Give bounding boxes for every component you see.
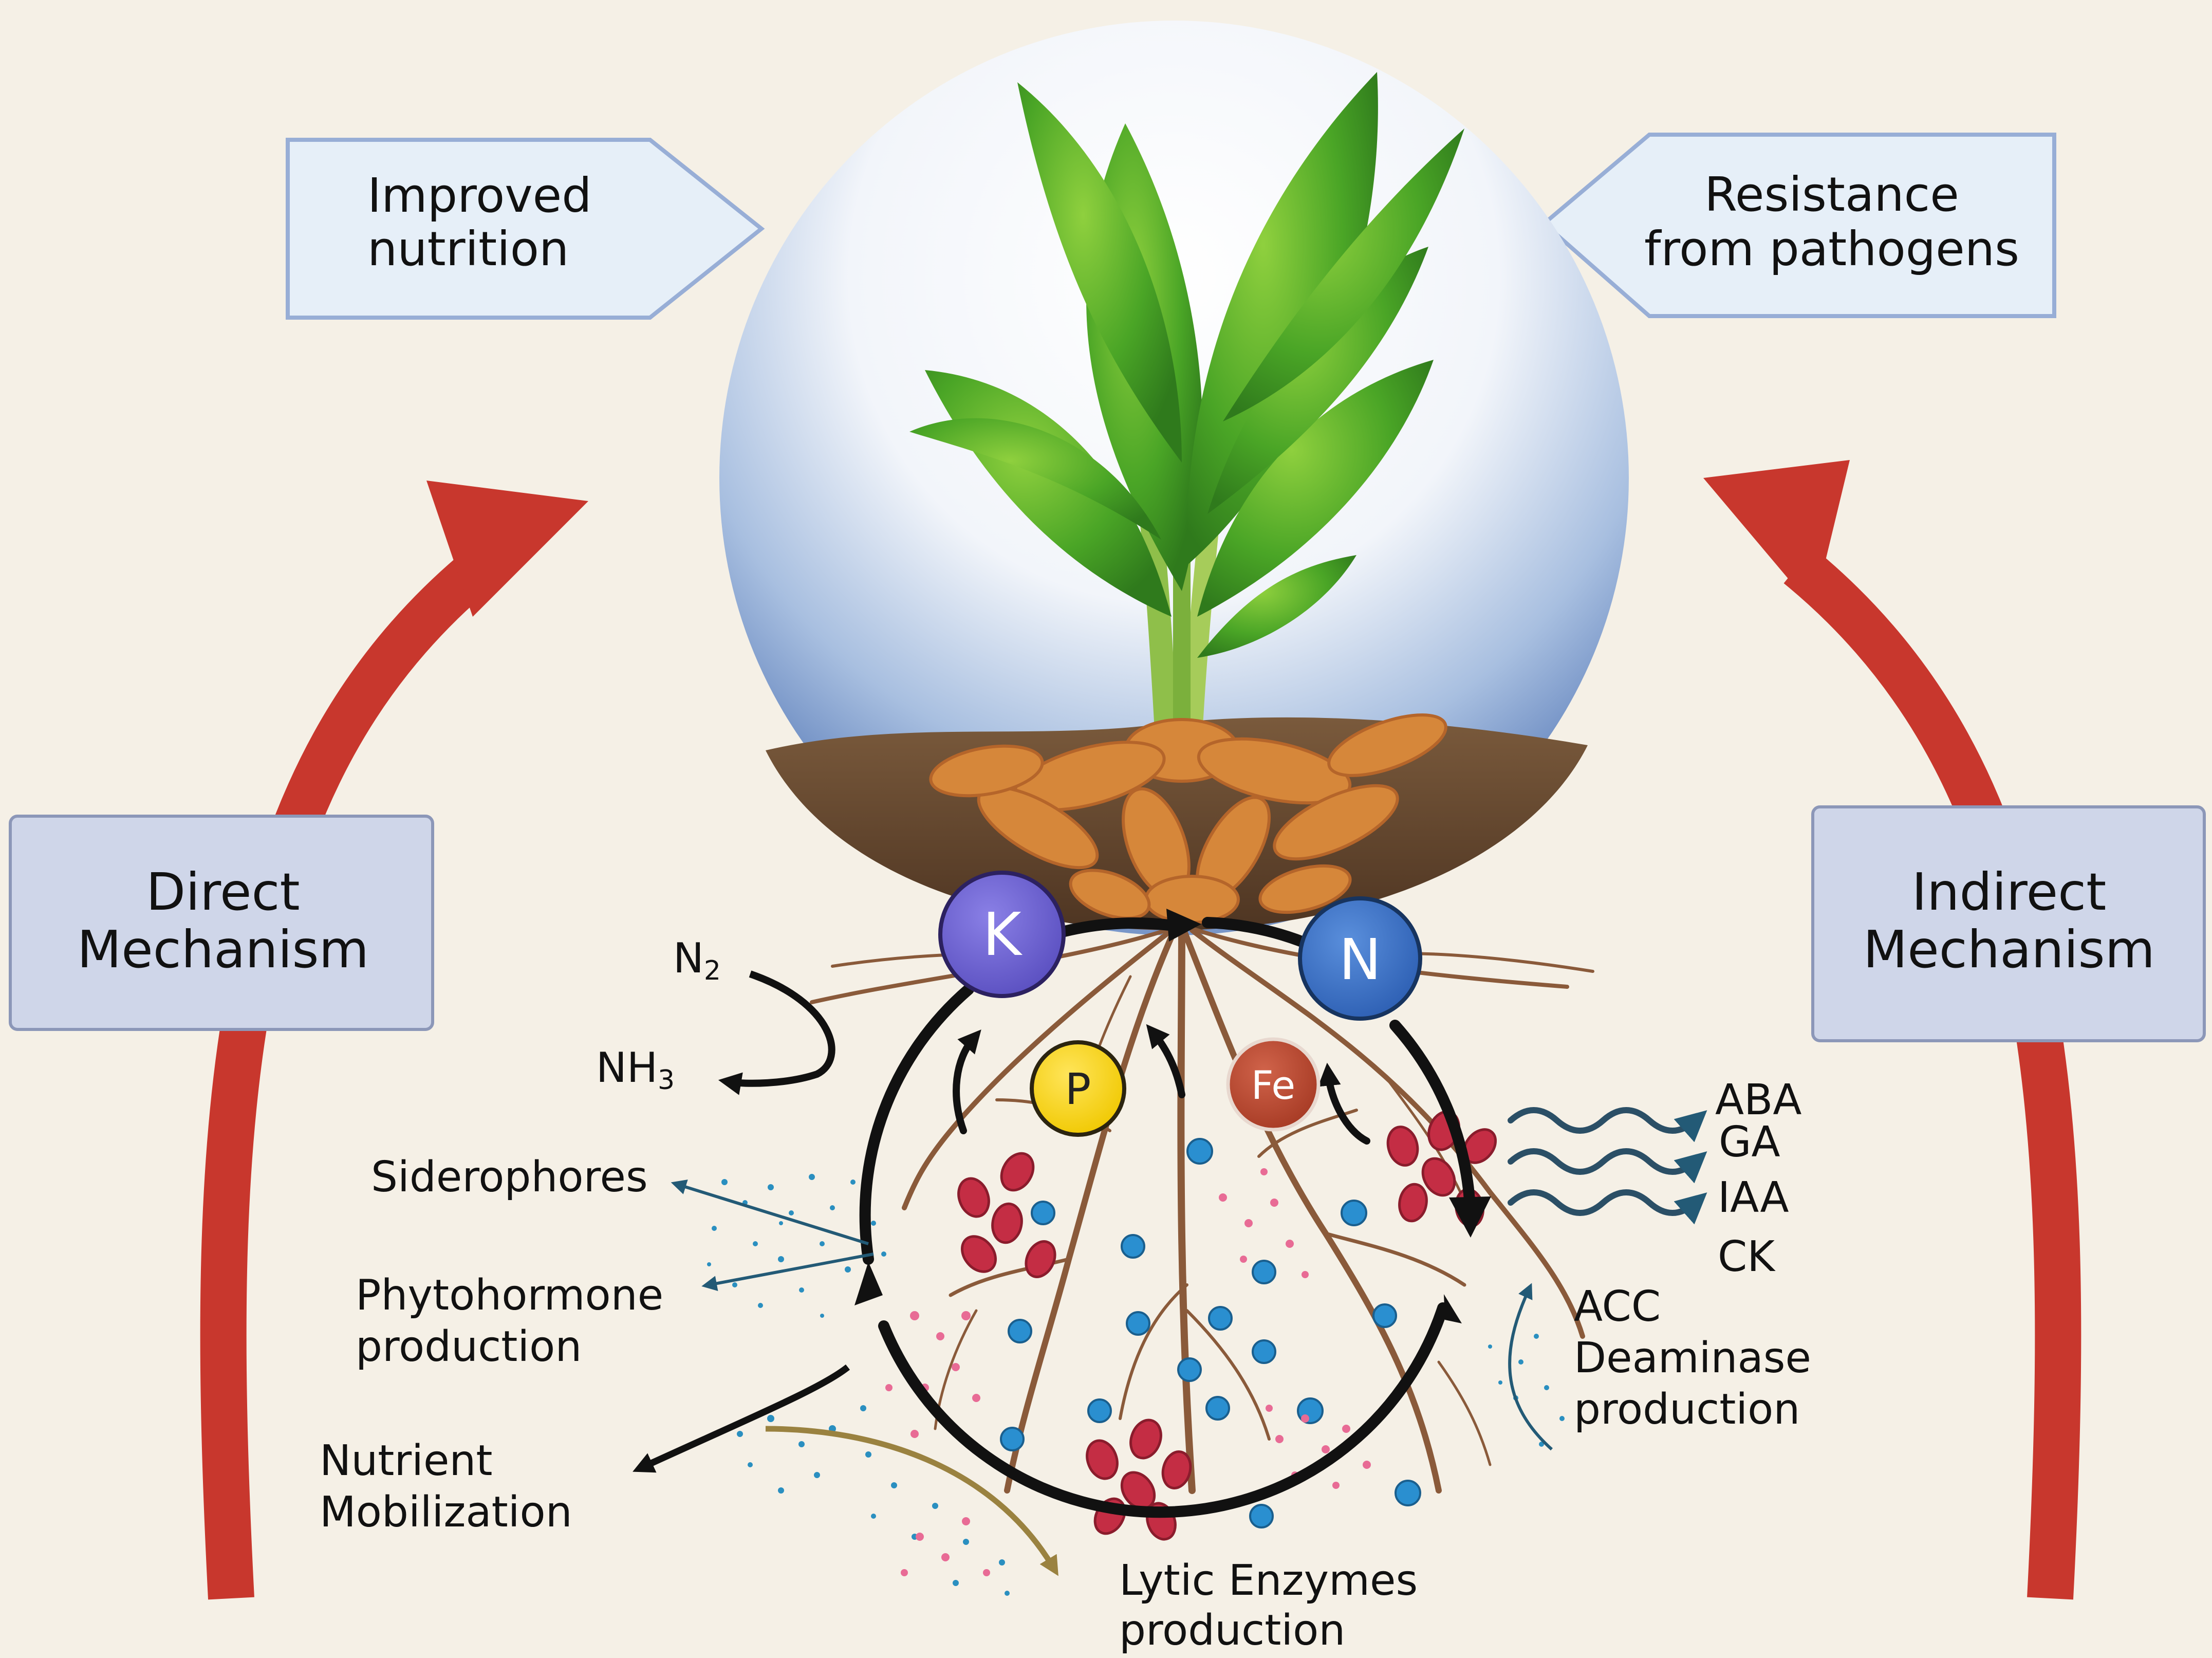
leaf — [909, 418, 1161, 540]
hormone-ck: CK — [1718, 1232, 1776, 1281]
direct-mechanism-line2: Mechanism — [77, 919, 369, 980]
nutrient-mobilization-arrow — [633, 1364, 850, 1473]
leaf — [1197, 360, 1434, 617]
siderophores-arrow — [671, 1180, 869, 1245]
improved-nutrition-line1: Improved — [367, 168, 592, 223]
phytohormone-label-line2: production — [356, 1322, 582, 1371]
siderophores-label: Siderophores — [371, 1153, 648, 1202]
nh3-label: NH3 — [596, 1044, 675, 1096]
nutrient-mobilization-line1: Nutrient — [320, 1436, 493, 1485]
uptake-arrows — [953, 1024, 1370, 1145]
sparkle-dots — [707, 1168, 1565, 1596]
hormone-iaa: IAA — [1718, 1173, 1789, 1222]
resistance-line2: from pathogens — [1644, 222, 2019, 277]
bacteria-blue — [1000, 1138, 1421, 1528]
lytic-enzymes-line1: Lytic Enzymes — [1119, 1556, 1418, 1605]
leaf — [1017, 82, 1182, 463]
nitrogen-label: N — [1339, 927, 1381, 992]
leaf — [1197, 555, 1356, 658]
phytohormone-arrow — [701, 1252, 874, 1291]
n2-label: N2 — [673, 934, 721, 986]
iron-label: Fe — [1251, 1062, 1295, 1108]
leaf — [1223, 128, 1464, 421]
potassium-label: K — [982, 900, 1023, 969]
hormone-aba: ABA — [1715, 1076, 1801, 1125]
lytic-enzymes-line2: production — [1119, 1606, 1345, 1655]
improved-nutrition-line2: nutrition — [367, 222, 569, 277]
rhizome — [929, 713, 1447, 924]
direct-mechanism-line1: Direct — [146, 862, 300, 922]
direct-mechanism-box: Direct Mechanism — [9, 815, 434, 1031]
cycle-arrowhead-left — [854, 1262, 883, 1305]
hormone-waves — [1508, 1107, 1707, 1225]
phosphorus-label: P — [1065, 1064, 1091, 1114]
cycle-arrowhead-top — [1166, 909, 1201, 942]
phytohormone-label-line1: Phytohormone — [356, 1271, 663, 1320]
lytic-enzymes-arrow — [765, 1426, 1058, 1576]
cycle-arrowhead-right — [1449, 1196, 1491, 1238]
leaf — [1207, 247, 1428, 514]
nitrogen-node: N — [1298, 896, 1422, 1021]
plant-illustration — [719, 21, 1629, 935]
leaf — [1186, 72, 1378, 565]
iron-node: Fe — [1226, 1037, 1321, 1132]
acc-label-line3: production — [1574, 1385, 1800, 1434]
acc-label-line1: ACC — [1574, 1282, 1661, 1331]
indirect-mechanism-line1: Indirect — [1912, 862, 2107, 922]
improved-nutrition-box: Improved nutrition — [286, 138, 765, 320]
hormone-ga: GA — [1719, 1118, 1780, 1167]
phosphorus-node: P — [1030, 1040, 1126, 1137]
nitrogen-fixation: N2 NH3 — [596, 934, 835, 1096]
indirect-mechanism-line2: Mechanism — [1863, 919, 2155, 980]
resistance-box: Resistance from pathogens — [1540, 133, 2056, 318]
potassium-node: K — [938, 871, 1066, 998]
acc-arrow — [1508, 1283, 1553, 1451]
nutrient-mobilization-line2: Mobilization — [320, 1488, 572, 1537]
indirect-mechanism-box: Indirect Mechanism — [1811, 805, 2206, 1042]
cycle-arrowhead-bottom — [1444, 1294, 1462, 1323]
acc-label-line2: Deaminase — [1574, 1334, 1811, 1383]
resistance-line1: Resistance — [1704, 167, 1959, 222]
